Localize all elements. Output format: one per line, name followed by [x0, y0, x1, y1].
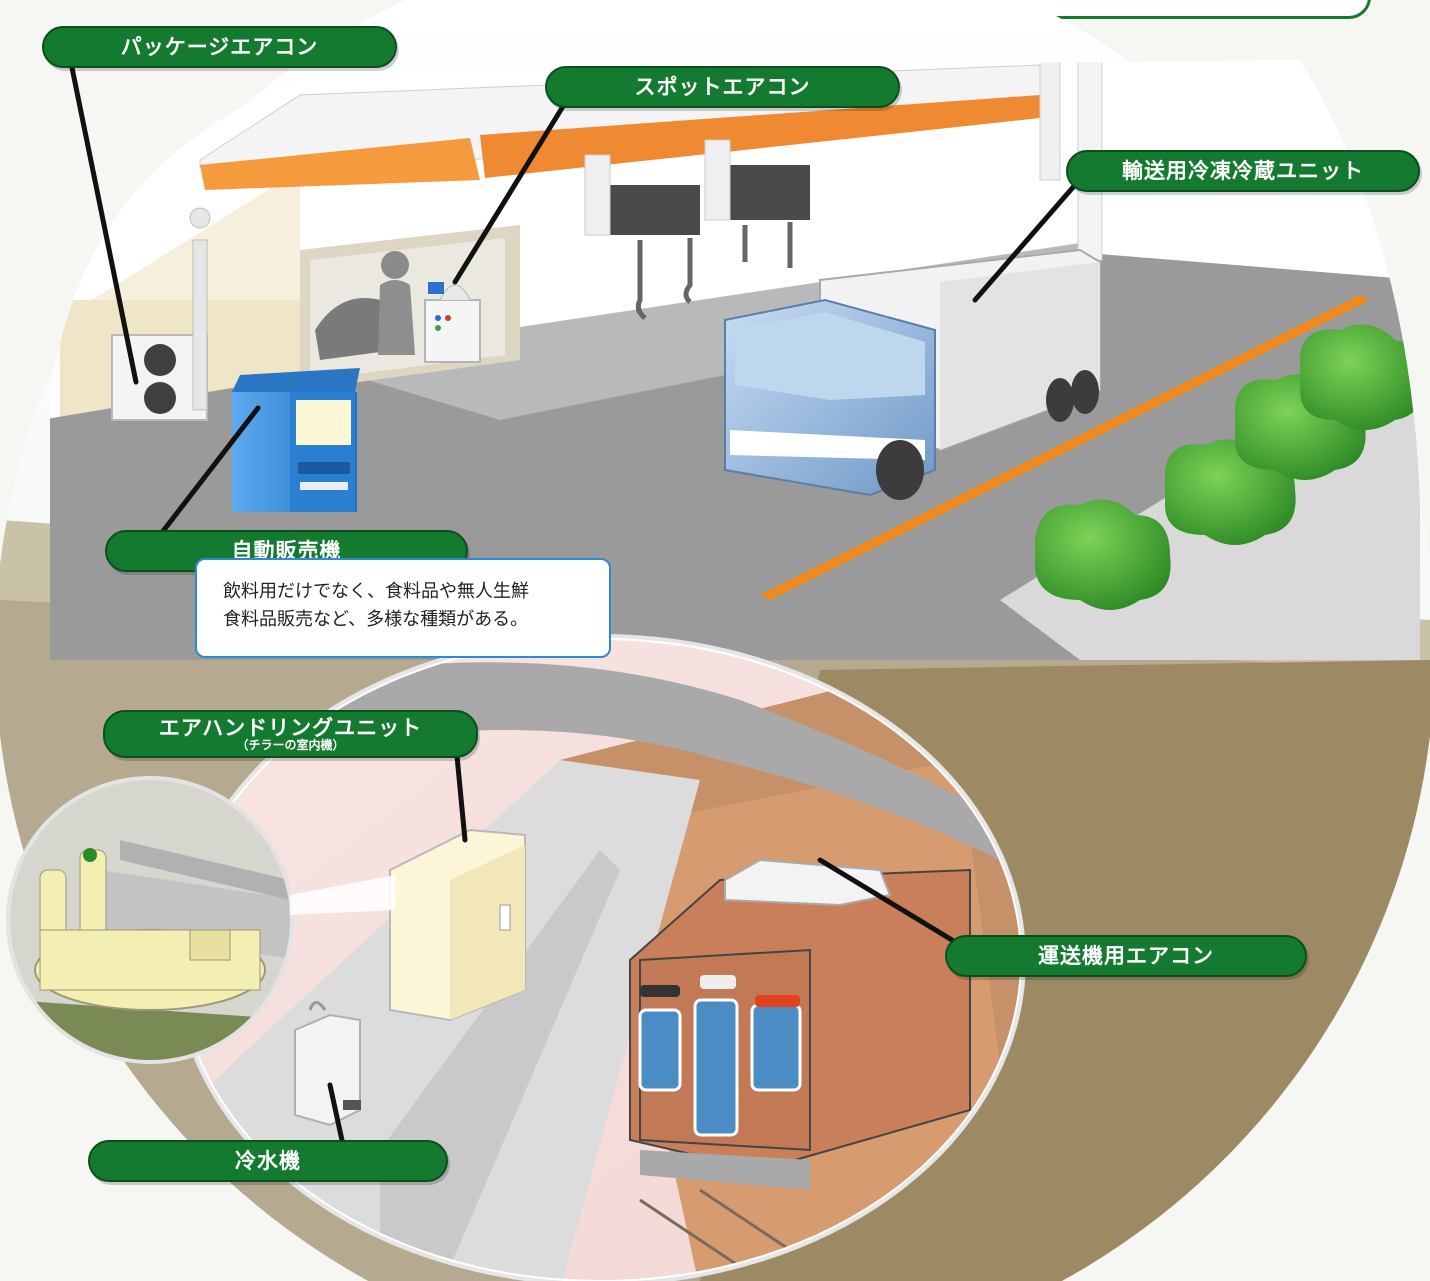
tag-refrigeration-unit: 輸送用冷凍冷蔵ユニット: [1066, 150, 1420, 192]
zoom-cone: [290, 875, 395, 915]
tag-spot-ac: スポットエアコン: [545, 66, 900, 108]
tag-spot-ac-label: スポットエアコン: [634, 75, 811, 99]
vending-machine-note: 飲料用だけでなく、食料品や無人生鮮 食料品販売など、多様な種類がある。: [195, 558, 611, 658]
vending-note-line1: 飲料用だけでなく、食料品や無人生鮮: [223, 581, 529, 602]
tag-package-ac: パッケージエアコン: [42, 26, 397, 68]
vending-note-line2: 食料品販売など、多様な種類がある。: [223, 609, 529, 630]
tag-water-cooler: 冷水機: [88, 1140, 448, 1182]
tag-package-ac-label: パッケージエアコン: [120, 35, 319, 59]
tag-refrigeration-unit-label: 輸送用冷凍冷蔵ユニット: [1122, 159, 1364, 183]
trees: [1035, 324, 1420, 610]
tag-air-handling-unit-label: エアハンドリングユニット: [158, 715, 423, 740]
tag-water-cooler-label: 冷水機: [235, 1149, 301, 1173]
tag-train-ac: 運送機用エアコン: [945, 935, 1307, 977]
tag-air-handling-unit-sub: （チラーの室内機）: [236, 737, 345, 752]
chiller-inset: [10, 780, 290, 1060]
tag-vending-machine-label: 自動販売機: [231, 539, 342, 563]
tag-air-handling-unit: エアハンドリングユニット （チラーの室内機）: [103, 710, 478, 758]
tag-train-ac-label: 運送機用エアコン: [1038, 944, 1214, 968]
